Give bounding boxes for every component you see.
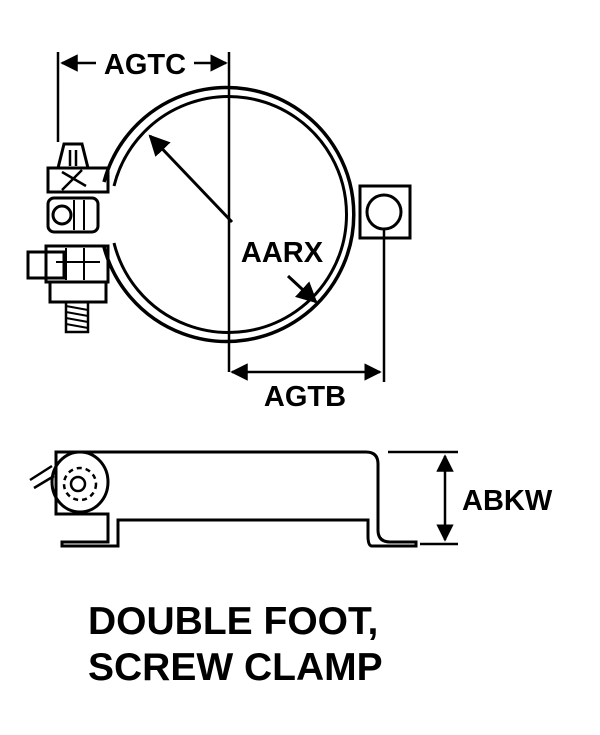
aarx-dimension: AARX (148, 134, 324, 304)
abkw-label: ABKW (462, 485, 553, 517)
clamp-top-view: AGTC AARX AGTB (26, 49, 412, 413)
title-line-1: DOUBLE FOOT, (88, 600, 378, 643)
diagram-title: DOUBLE FOOT, SCREW CLAMP (88, 600, 383, 689)
aarx-label: AARX (241, 237, 324, 269)
clamp-band-inner (112, 95, 349, 334)
agtc-label: AGTC (104, 49, 186, 81)
agtc-dimension: AGTC (56, 49, 231, 372)
agtb-label: AGTB (264, 381, 346, 413)
clamp-band-outer (102, 85, 356, 344)
abkw-dimension: ABKW (388, 450, 553, 546)
title-line-2: SCREW CLAMP (88, 646, 383, 689)
screw-assembly (26, 142, 110, 334)
clamp-side-view (29, 450, 418, 548)
agtb-dimension: AGTB (230, 228, 386, 413)
